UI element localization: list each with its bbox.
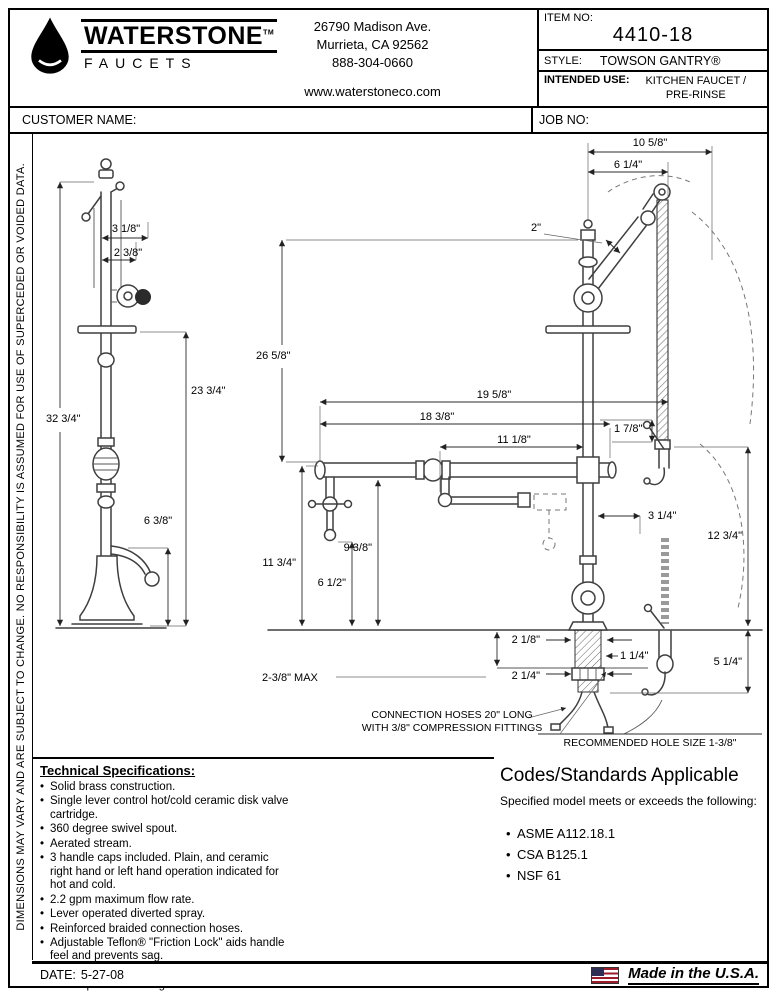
codes-subtitle: Specified model meets or exceeds the fol… bbox=[500, 794, 757, 808]
website: www.waterstoneco.com bbox=[304, 84, 441, 99]
dim-12-3-4: 12 3/4" bbox=[708, 530, 743, 542]
code-item: ASME A112.18.1 bbox=[506, 826, 777, 841]
header: WATERSTONETM FAUCETS 26790 Madison Ave. … bbox=[10, 10, 767, 108]
drawing-notes: CONNECTION HOSES 20" LONG WITH 3/8" COMP… bbox=[362, 709, 737, 749]
made-in-usa: Made in the U.S.A. bbox=[591, 965, 759, 985]
brand-name: WATERSTONETM bbox=[81, 18, 278, 54]
intended-use-value: KITCHEN FAUCET / PRE-RINSE bbox=[630, 74, 762, 104]
dim-10-5-8: 10 5/8" bbox=[633, 137, 668, 149]
made-in-text: Made in the U.S.A. bbox=[628, 965, 759, 985]
dim-23-3-4: 23 3/4" bbox=[191, 385, 226, 397]
spec-item: Reinforced braided connection hoses. bbox=[40, 923, 292, 937]
dim-2-1-8: 2 1/8" bbox=[512, 634, 540, 646]
dim-3-1-8: 3 1/8" bbox=[112, 223, 140, 235]
side-disclaimer-text: DIMENSIONS MAY VARY AND ARE SUBJECT TO C… bbox=[15, 163, 27, 931]
style-box: STYLE: TOWSON GANTRY® bbox=[539, 51, 767, 72]
brand-tm: TM bbox=[263, 29, 275, 37]
item-no-box: ITEM NO: 4410-18 bbox=[539, 10, 767, 51]
us-flag-icon bbox=[591, 966, 620, 984]
left-faucet-view bbox=[71, 158, 160, 625]
date-field: DATE: 5-27-08 bbox=[40, 968, 124, 982]
codes-list: ASME A112.18.1 CSA B125.1 NSF 61 bbox=[506, 826, 777, 883]
note-hole-size: RECOMMENDED HOLE SIZE 1-3/8" bbox=[564, 737, 737, 749]
brand-name-text: WATERSTONE bbox=[84, 21, 264, 50]
dim-max: 2-3/8" MAX bbox=[262, 672, 319, 684]
dim-9-3-8: 9 3/8" bbox=[344, 542, 372, 554]
brand-sub: FAUCETS bbox=[84, 55, 198, 72]
spec-item: Aerated stream. bbox=[40, 838, 292, 852]
spec-item: 3 handle caps included. Plain, and ceram… bbox=[40, 852, 292, 892]
code-item: CSA B125.1 bbox=[506, 847, 777, 862]
dim-5-1-4: 5 1/4" bbox=[714, 656, 742, 668]
spec-item: 360 degree swivel spout. bbox=[40, 823, 292, 837]
specs-divider bbox=[32, 757, 494, 759]
dim-6-3-8: 6 3/8" bbox=[144, 515, 172, 527]
brand-text: WATERSTONETM FAUCETS bbox=[81, 18, 278, 72]
brand-logo: WATERSTONETM FAUCETS bbox=[28, 16, 278, 74]
dim-2: 2" bbox=[531, 222, 541, 234]
dim-32-3-4: 32 3/4" bbox=[46, 413, 81, 425]
codes-title: Codes/Standards Applicable bbox=[500, 765, 739, 786]
spec-item: Adjustable Teflon® "Friction Lock" aids … bbox=[40, 937, 292, 964]
item-no-value: 4410-18 bbox=[612, 24, 694, 46]
codes-standards: Codes/Standards Applicable Specified mod… bbox=[500, 765, 777, 889]
note-hoses-line2: WITH 3/8" COMPRESSION FITTINGS bbox=[362, 722, 543, 734]
tech-specs-title: Technical Specifications: bbox=[40, 763, 196, 778]
note-hoses-line1: CONNECTION HOSES 20" LONG bbox=[371, 709, 532, 721]
spec-item: Solid brass construction. bbox=[40, 781, 292, 795]
spec-item: Single lever control hot/cold ceramic di… bbox=[40, 795, 292, 822]
dimension-labels: 10 5/8" 6 1/4" 2" 26 5/8" 19 5/8" 18 3/8… bbox=[46, 137, 742, 684]
customer-name-field: CUSTOMER NAME: bbox=[22, 113, 137, 127]
dim-2-3-8: 2 3/8" bbox=[114, 247, 142, 259]
style-label: STYLE: bbox=[544, 54, 582, 67]
dim-11-1-8: 11 1/8" bbox=[497, 434, 531, 446]
item-no-label: ITEM NO: bbox=[544, 12, 593, 24]
specs-section: Technical Specifications: Solid brass co… bbox=[32, 757, 767, 993]
dim-18-3-8: 18 3/8" bbox=[420, 411, 455, 423]
intended-use-label: INTENDED USE: bbox=[544, 74, 630, 86]
dim-1-7-8: 1 7/8" bbox=[614, 423, 642, 435]
address-line2: Murrieta, CA 92562 bbox=[316, 37, 429, 53]
page-frame: WATERSTONETM FAUCETS 26790 Madison Ave. … bbox=[8, 8, 769, 993]
address-line3: 888-304-0660 bbox=[332, 55, 413, 71]
dim-2-1-4: 2 1/4" bbox=[512, 670, 540, 682]
dim-11-3-4: 11 3/4" bbox=[262, 557, 296, 569]
date-value: 5-27-08 bbox=[80, 968, 124, 982]
dim-6-1-4: 6 1/4" bbox=[614, 159, 642, 171]
counter-lines bbox=[55, 627, 763, 669]
intended-use-line2: PRE-RINSE bbox=[665, 89, 726, 102]
dimension-lines bbox=[56, 143, 762, 735]
spec-item: 2.2 gpm maximum flow rate. bbox=[40, 894, 292, 908]
spec-item: Lever operated diverted spray. bbox=[40, 908, 292, 922]
code-item: NSF 61 bbox=[506, 868, 777, 883]
dim-3-1-4: 3 1/4" bbox=[648, 510, 676, 522]
date-label: DATE: bbox=[40, 968, 76, 982]
footer: DATE: 5-27-08 Made in the U.S.A. bbox=[32, 961, 767, 986]
dim-19-5-8: 19 5/8" bbox=[477, 389, 512, 401]
main-faucet-view bbox=[307, 175, 755, 735]
dim-26-5-8: 26 5/8" bbox=[256, 350, 291, 362]
waterdrop-icon bbox=[31, 17, 69, 74]
customer-job-row: CUSTOMER NAME: JOB NO: bbox=[10, 108, 767, 134]
dim-6-1-2: 6 1/2" bbox=[318, 577, 346, 589]
intended-use-box: INTENDED USE: KITCHEN FAUCET / PRE-RINSE bbox=[539, 72, 767, 106]
dim-1-1-4: 1 1/4" bbox=[620, 650, 648, 662]
address-line1: 26790 Madison Ave. bbox=[313, 19, 432, 34]
header-right-column: ITEM NO: 4410-18 STYLE: TOWSON GANTRY® I… bbox=[537, 10, 767, 106]
style-value: TOWSON GANTRY® bbox=[599, 53, 721, 68]
technical-specifications: Technical Specifications: Solid brass co… bbox=[40, 763, 292, 994]
intended-use-line1: KITCHEN FAUCET / bbox=[645, 75, 747, 87]
address-block: 26790 Madison Ave. Murrieta, CA 92562 88… bbox=[265, 18, 480, 73]
side-disclaimer-strip: DIMENSIONS MAY VARY AND ARE SUBJECT TO C… bbox=[10, 134, 33, 960]
job-no-field: JOB NO: bbox=[531, 108, 767, 132]
